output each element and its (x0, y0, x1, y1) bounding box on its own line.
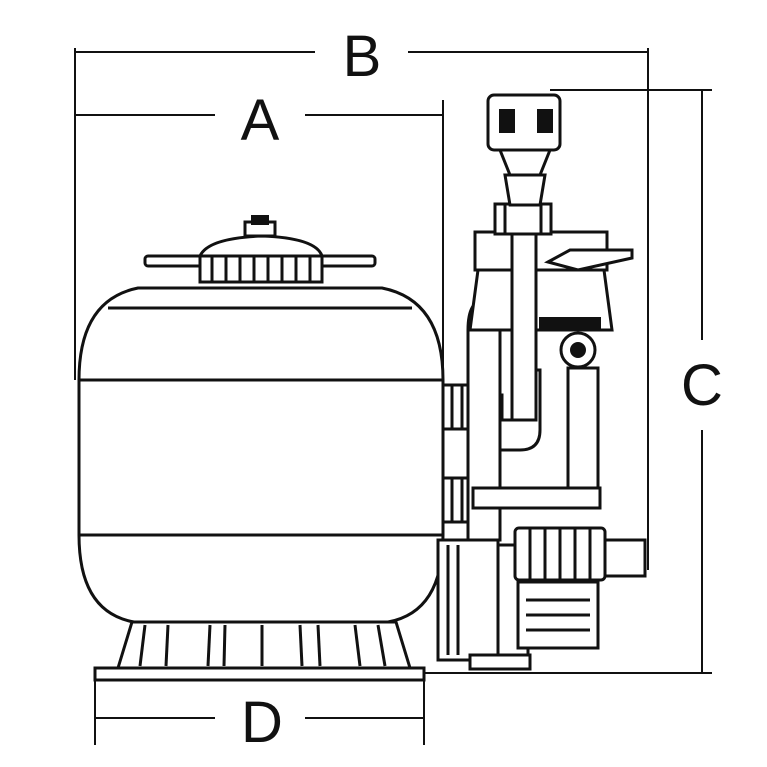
dimension-b-label: B (343, 24, 382, 89)
dimension-a-label: A (241, 88, 280, 153)
base-rib (138, 624, 147, 667)
handle-collar (497, 148, 553, 177)
dimension-c-label: C (681, 353, 723, 418)
stem-coupling (493, 202, 553, 236)
dimension-d: D (94, 680, 425, 755)
base-rib (316, 624, 322, 667)
lid-ring (198, 254, 324, 284)
right-vertical-pipe (566, 366, 600, 510)
dimension-d-label: D (241, 690, 283, 755)
tank-shell (77, 286, 445, 624)
handle-grip-window-left (499, 109, 515, 133)
base-rib (164, 624, 170, 667)
valve-body (468, 268, 614, 332)
base-rib (222, 624, 227, 667)
base-rib (206, 624, 212, 667)
dimension-a: A (75, 88, 444, 385)
lower-crossover-pipe (471, 486, 602, 510)
base-rib (376, 624, 387, 667)
dimension-b: B (74, 24, 649, 570)
pump-inlet-union (603, 538, 647, 578)
dimension-c: C (420, 89, 723, 674)
air-release-knob (251, 215, 269, 225)
pump-foot (468, 653, 532, 671)
tank-lid (143, 215, 377, 284)
handle-neck (503, 173, 547, 207)
valve-body-band (539, 317, 601, 329)
pump (436, 526, 647, 671)
tank-base (93, 620, 426, 682)
base-plate (93, 666, 426, 682)
base-skirt (115, 620, 413, 670)
valve-clamp-lever (543, 248, 634, 272)
valve-handle (486, 93, 562, 422)
multiport-valve (468, 230, 634, 369)
handle-grip-window-right (537, 109, 553, 133)
lid-dome (197, 234, 325, 258)
base-rib (353, 624, 362, 667)
pressure-gauge-center (570, 342, 586, 358)
filter-tank (77, 286, 445, 624)
base-rib (298, 624, 304, 667)
